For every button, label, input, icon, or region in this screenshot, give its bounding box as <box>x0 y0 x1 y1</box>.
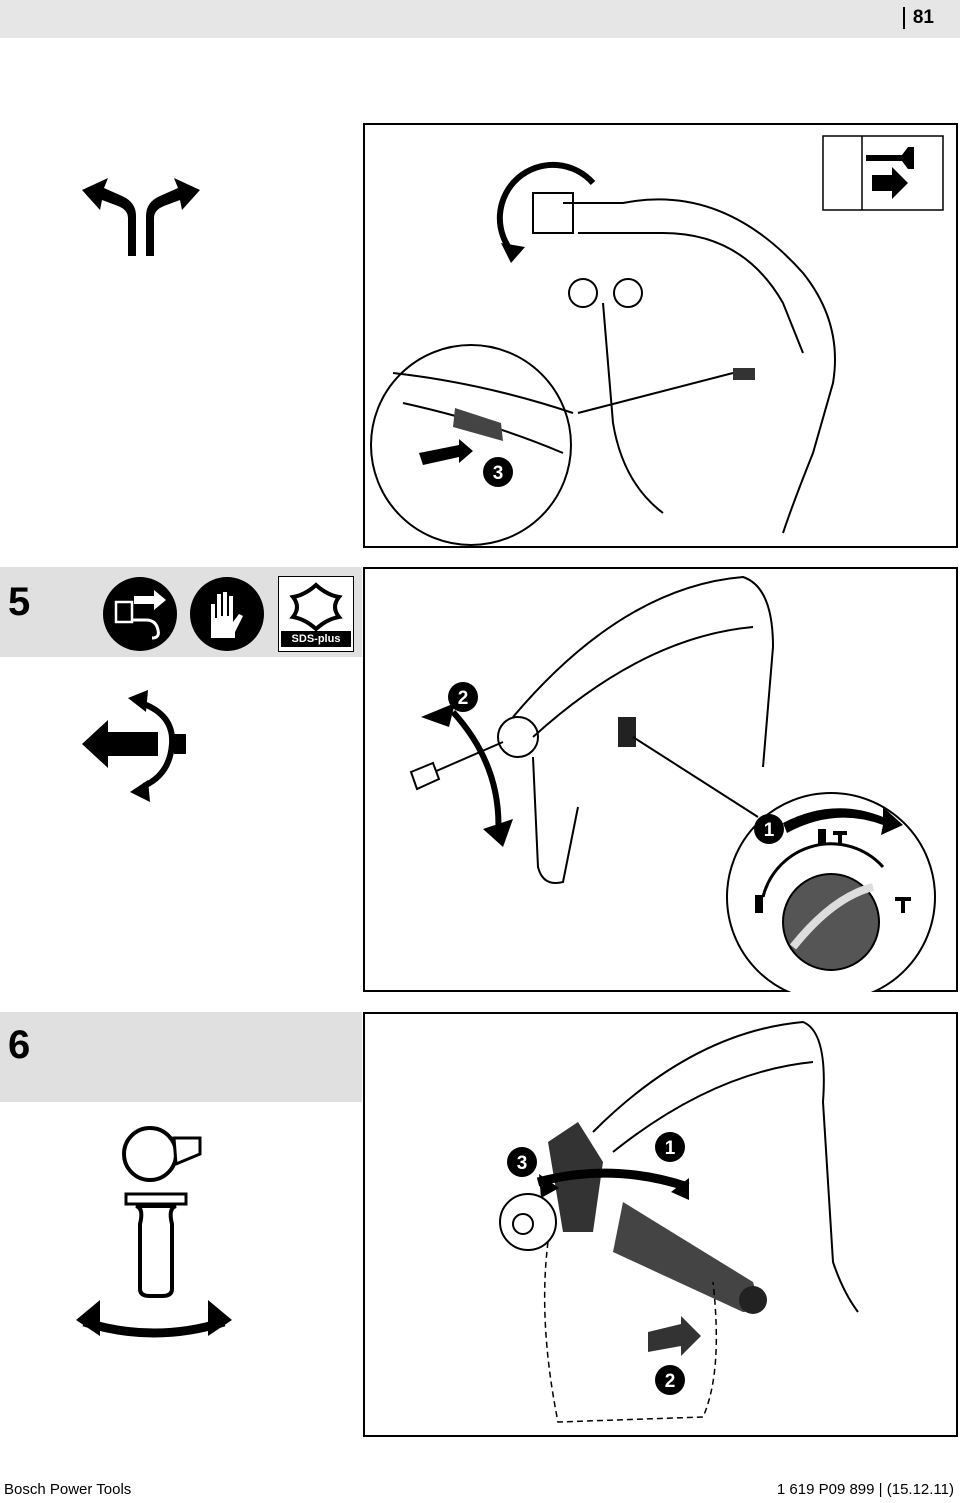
footer-doc-code: 1 619 P09 899 | (15.12.11) <box>776 1481 954 1498</box>
fork-arrow-icon <box>82 178 200 256</box>
sds-plus-label: SDS-plus <box>281 631 351 647</box>
callout-number: 3 <box>517 1153 528 1174</box>
footer-brand: Bosch Power Tools <box>4 1481 132 1498</box>
callout-number: 3 <box>493 463 504 484</box>
figure-panel-side-handle <box>363 1012 958 1437</box>
insert-bit-rotate-icon <box>82 690 186 802</box>
drill-illustration-1: 3 <box>370 161 836 546</box>
drill-illustration-3: 3 1 2 <box>499 1020 859 1423</box>
drill-illustration-2: 2 1 <box>409 575 936 992</box>
step-number: 5 <box>8 580 31 624</box>
step-bar-6 <box>0 1012 362 1102</box>
drill-mode-icon <box>822 135 944 211</box>
sds-plus-icon: SDS-plus <box>278 576 354 652</box>
header-bar <box>0 0 960 38</box>
step-number: 6 <box>8 1023 31 1067</box>
side-handle-rotate-icon <box>76 1126 232 1338</box>
callout-number: 1 <box>764 820 775 841</box>
page-number: 81 <box>902 7 934 29</box>
callout-number: 2 <box>665 1371 676 1392</box>
unplug-icon <box>103 577 177 651</box>
gloves-icon <box>190 577 264 651</box>
callout-number: 1 <box>665 1138 676 1159</box>
callout-number: 2 <box>458 688 469 709</box>
